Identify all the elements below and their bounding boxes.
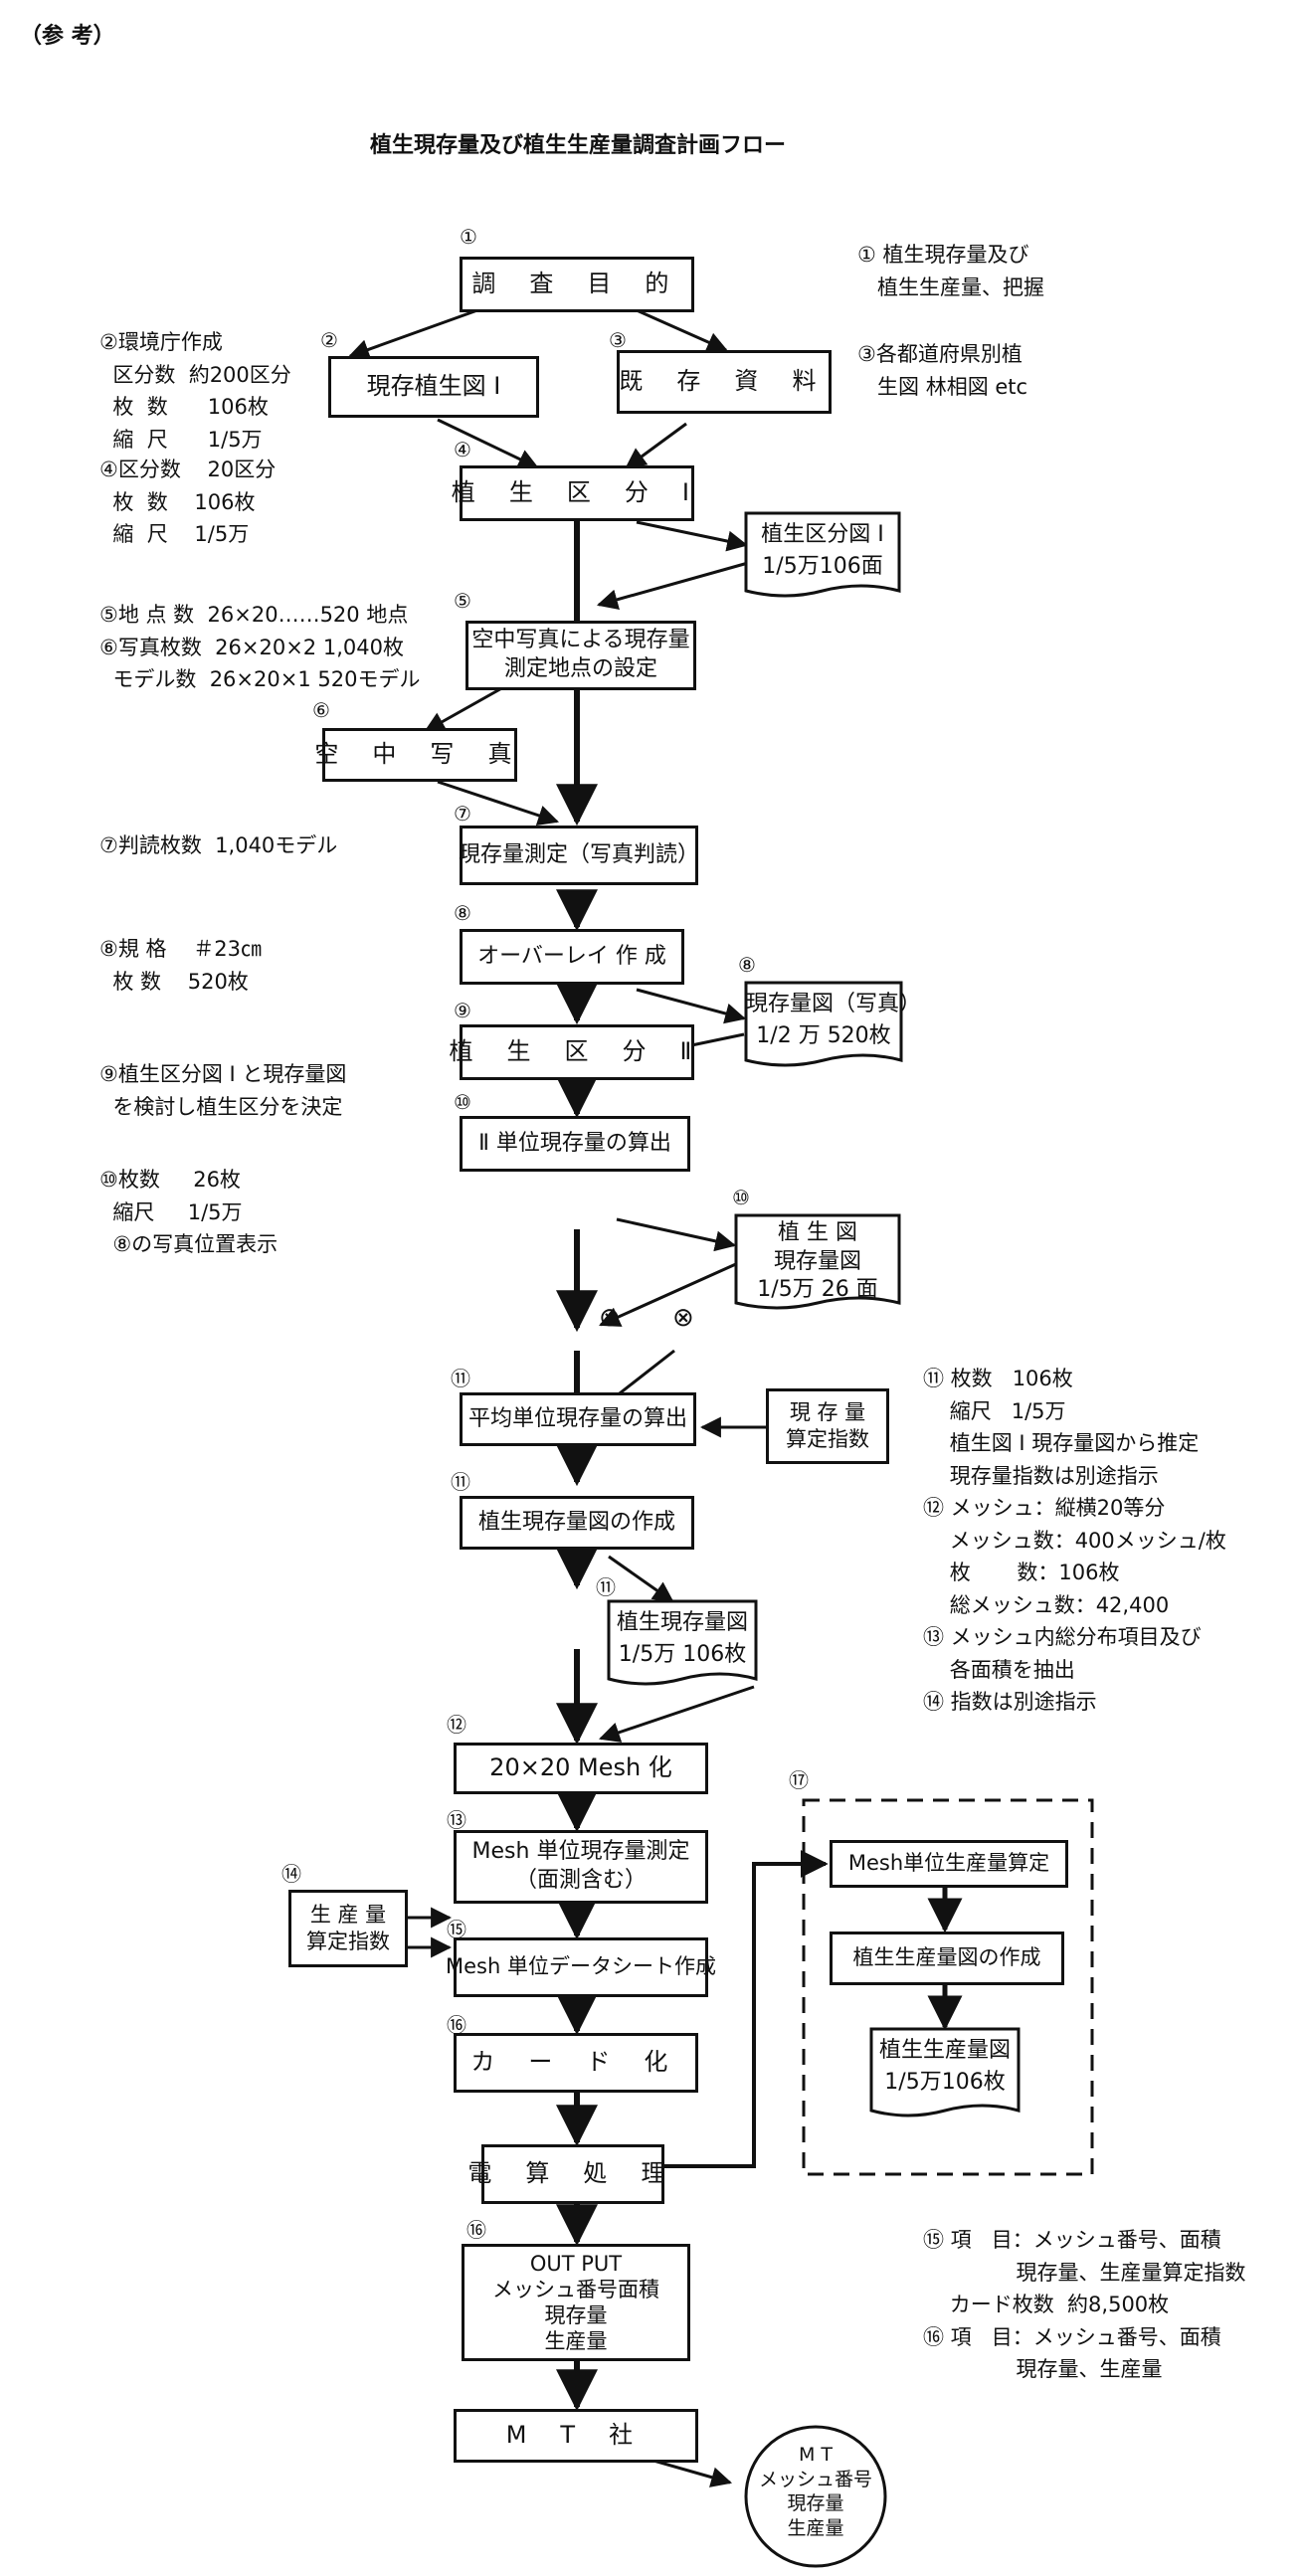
step-marker-7: ⑦ — [454, 802, 471, 826]
box-vegetation-stock-map: 植生現存量図の作成 — [460, 1496, 694, 1550]
flow-arrow — [599, 1261, 739, 1327]
box-production-factor: 生 産 量 算定指数 — [288, 1890, 408, 1967]
note-card-items: ⑮ 項 目：メッシュ番号、面積 現存量、生産量算定指数 カード枚数 約8,500… — [923, 2228, 1246, 2382]
step-marker-10: ⑩ — [454, 1090, 471, 1114]
note-class-decision: ⑨植生区分図 I と現存量図 を検討し植生区分を決定 — [99, 1062, 347, 1119]
doc-production-map: 植生生産量図 1/5万106枚 — [878, 2038, 1011, 2095]
box-card: カ ー ド 化 — [454, 2033, 698, 2093]
box-mesh-datasheet: Mesh 単位データシート作成 — [446, 1937, 716, 1997]
step-marker-8b: ⑧ — [738, 953, 756, 977]
box-vegetation-class-1: 植 生 区 分 I — [452, 465, 694, 521]
branch-connector — [664, 1850, 829, 2168]
box-stock-measurement: 現存量測定（写真判読） — [459, 826, 699, 885]
step-marker-9: ⑨ — [454, 999, 471, 1022]
note-environment-agency: ②環境庁作成 区分数 約200区分 枚 数 106枚 縮 尺 1/5万 — [99, 330, 291, 452]
note-points: ⑤地 点 数 26×20……520 地点 ⑥写真枚数 26×20×2 1,040… — [99, 603, 421, 692]
box-computer-processing: 電 算 処 理 — [467, 2144, 664, 2204]
box-avg-unit-stock-calc: 平均単位現存量の算出 — [460, 1392, 696, 1446]
box-overlay: オーバーレイ 作 成 — [460, 929, 684, 985]
doc-shape — [869, 2027, 1021, 2117]
box-vegetation-class-2: 植 生 区 分 Ⅱ — [449, 1024, 694, 1080]
doc-shape — [744, 981, 903, 1067]
note-sheet-count: ⑩枚数 26枚 縮尺 1/5万 ⑧の写真位置表示 — [99, 1168, 279, 1257]
note-purpose: ① 植生現存量及び 植生生産量、把握 — [857, 243, 1045, 299]
note-class-count: ④区分数 20区分 枚 数 106枚 縮 尺 1/5万 — [99, 458, 277, 547]
box-mesh-unit-production: Mesh単位生産量算定 — [830, 1840, 1068, 1888]
cross-mark: ⊗ — [672, 1303, 694, 1333]
step-marker-6: ⑥ — [312, 698, 330, 722]
diagram-title: 植生現存量及び植生生産量調査計画フロー — [370, 133, 787, 158]
doc-vegetation-class-map: 植生区分図 I 1/5万106面 — [761, 522, 884, 579]
flow-arrow — [348, 308, 478, 360]
step-marker-3: ③ — [609, 328, 627, 352]
note-interpretation: ⑦判読枚数 1,040モデル — [99, 833, 338, 857]
cross-mark: ⊗ — [599, 1303, 621, 1333]
doc-shape — [607, 1599, 758, 1686]
step-marker-11c: ⑪ — [596, 1575, 616, 1599]
box-production-map: 植生生産量図の作成 — [830, 1932, 1064, 1985]
step-marker-14: ⑭ — [281, 1862, 301, 1886]
note-mesh-spec: ⑪ 枚数 106枚 縮尺 1/5万 植生図 I 現存量図から推定 現存量指数は別… — [923, 1367, 1226, 1715]
doc-vegetation-map: 植 生 図 現存量図 1/5万 26 面 — [757, 1220, 878, 1303]
box-mesh-unit-stock: Mesh 単位現存量測定 （面測含む） — [454, 1830, 708, 1904]
step-marker-12: ⑫ — [447, 1713, 466, 1737]
flow-arrow — [636, 988, 747, 1024]
group-frame-17 — [802, 1798, 1094, 2176]
mt-circle-shape — [744, 2425, 887, 2568]
box-mesh: 20×20 Mesh 化 — [454, 1743, 708, 1794]
step-marker-1: ① — [460, 225, 477, 249]
flow-arrow — [636, 520, 749, 552]
box-output: OUT PUT メッシュ番号面積 現存量 生産量 — [462, 2244, 690, 2361]
box-survey-purpose: 調 査 目 的 — [460, 257, 694, 312]
step-marker-16: ⑯ — [447, 2013, 466, 2037]
box-existing-materials: 既 存 資 料 — [617, 350, 832, 414]
box-aerial-photo: 空 中 写 真 — [314, 728, 517, 782]
header-label: （参 考） — [20, 24, 115, 49]
box-aerial-photo-setting: 空中写真による現存量 測定地点の設定 — [465, 621, 696, 690]
flow-arrow — [616, 1217, 737, 1252]
step-marker-16b: ⑯ — [466, 2218, 486, 2242]
box-unit-stock-calc: Ⅱ 単位現存量の算出 — [460, 1116, 690, 1172]
step-marker-5: ⑤ — [454, 589, 471, 613]
flow-arrow — [437, 418, 539, 469]
flow-arrow — [599, 1685, 755, 1743]
box-stock-factor: 現 存 量 算定指数 — [766, 1388, 889, 1464]
note-materials: ③各都道府県別植 生図 林相図 etc — [857, 342, 1028, 399]
doc-vegetation-stock-map: 植生現存量図 1/5万 106枚 — [616, 1610, 748, 1667]
flow-arrow — [608, 1555, 674, 1603]
step-marker-11: ⑪ — [451, 1367, 470, 1390]
doc-shape — [744, 511, 901, 598]
flow-arrow — [625, 422, 687, 469]
step-marker-17: ⑰ — [789, 1768, 809, 1792]
mt-circle-text: M T メッシュ番号 現存量 生産量 — [758, 2444, 872, 2540]
step-marker-10b: ⑩ — [732, 1186, 750, 1209]
doc-stock-map-photo: 現存量図（写真） 1/2 万 520枚 — [746, 992, 922, 1048]
box-mt-company: M T 社 — [454, 2409, 698, 2463]
step-marker-8: ⑧ — [454, 901, 471, 925]
step-marker-4: ④ — [454, 438, 471, 461]
flow-arrow — [437, 780, 559, 826]
doc-shape — [734, 1213, 901, 1310]
box-existing-vegetation-map: 現存植生図 I — [328, 356, 539, 418]
note-spec: ⑧規 格 ＃23㎝ 枚 数 520枚 — [99, 937, 262, 994]
flow-arrow — [636, 308, 728, 352]
step-marker-13: ⑬ — [447, 1808, 466, 1832]
step-marker-15: ⑮ — [447, 1918, 466, 1941]
step-marker-2: ② — [320, 328, 338, 352]
flow-arrow — [596, 561, 749, 611]
step-marker-11b: ⑪ — [451, 1470, 470, 1494]
